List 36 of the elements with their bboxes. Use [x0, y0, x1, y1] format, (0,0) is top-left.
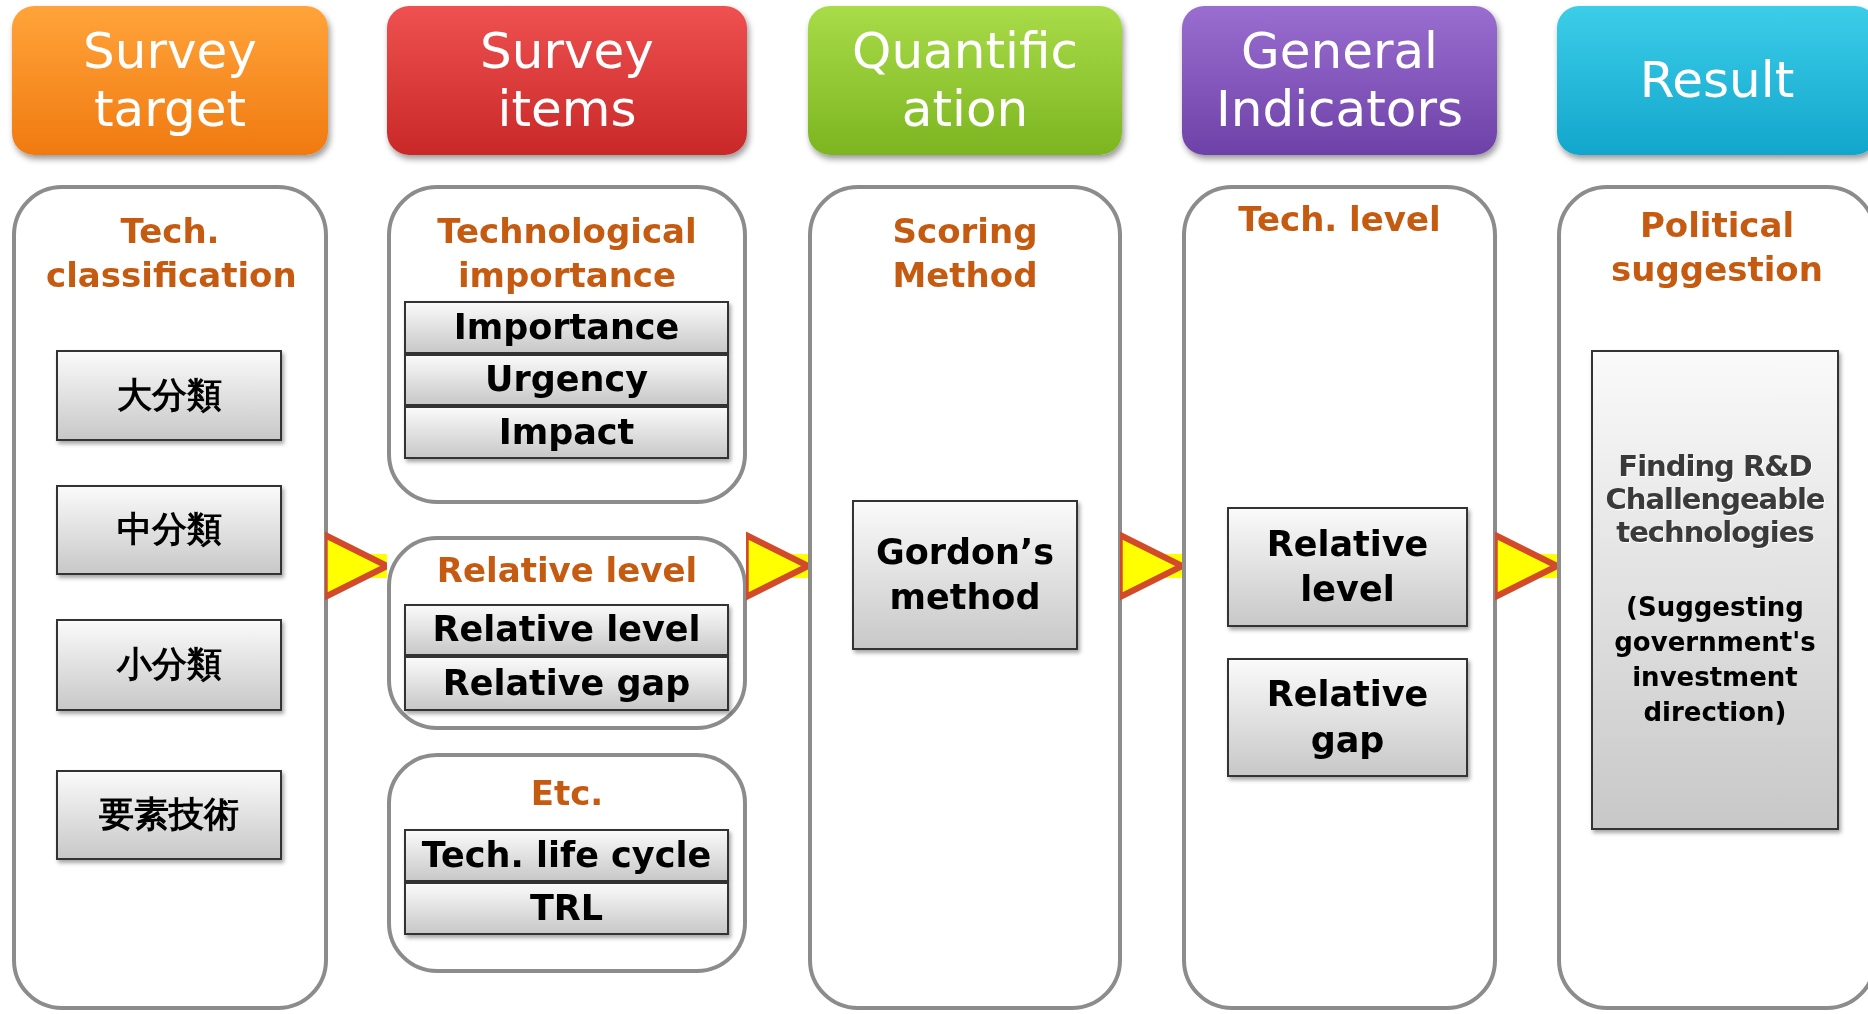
note-text: (Suggesting government's investment direction) [1613, 590, 1817, 730]
column-panel [387, 536, 747, 730]
item-box [1591, 350, 1839, 830]
panel-heading: Political suggestion [1610, 204, 1824, 292]
panel-heading: Tech. classification [46, 210, 294, 298]
header-box: General Indicators [1182, 6, 1497, 155]
column-panel [387, 753, 747, 973]
item-box: Relative gap [1227, 658, 1468, 777]
header-box: Survey target [12, 6, 328, 155]
header-box: Result [1557, 6, 1868, 155]
item-box: Relative gap [404, 656, 729, 711]
item-box: 小分類 [56, 619, 282, 711]
panel-heading: Tech. level [1237, 198, 1442, 241]
header-box: Survey items [387, 6, 747, 155]
panel-heading: Technological importance [436, 210, 698, 298]
item-box: 要素技術 [56, 770, 282, 860]
header-box: Quantification [808, 6, 1122, 155]
item-box: Impact [404, 406, 729, 459]
item-box: Importance [404, 301, 729, 354]
panel-heading: Relative level [435, 549, 699, 592]
item-box: Gordon’s method [852, 500, 1078, 650]
column-panel [808, 185, 1122, 1010]
column-panel [1557, 185, 1868, 1010]
item-box: Urgency [404, 354, 729, 406]
column-panel [12, 185, 328, 1010]
item-box: 大分類 [56, 350, 282, 441]
panel-heading: Etc. [529, 772, 605, 815]
item-box: 中分類 [56, 485, 282, 575]
highlight-text: Finding R&D Challengeable technologies [1604, 449, 1826, 550]
item-box: Tech. life cycle [404, 829, 729, 882]
panel-heading: Scoring Method [891, 210, 1039, 298]
column-panel [1182, 185, 1497, 1010]
item-box: Relative level [404, 604, 729, 656]
item-box: TRL [404, 882, 729, 935]
column-panel [387, 185, 747, 504]
item-box: Relative level [1227, 507, 1468, 627]
